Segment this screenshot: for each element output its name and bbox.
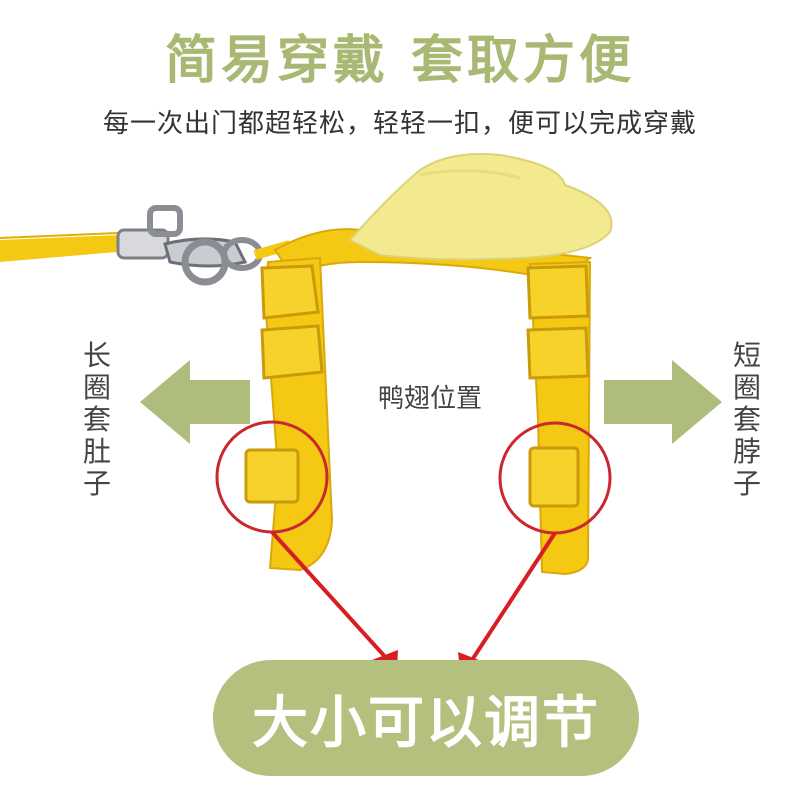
duck-wing-position-label: 鸭翅位置: [377, 384, 482, 414]
harness-icon: [260, 153, 613, 576]
short-loop-char: 脖: [732, 435, 761, 468]
long-loop-char: 长: [82, 339, 111, 372]
long-loop-label: 长 圈 套 肚 子: [80, 340, 114, 500]
buckle-icon: [244, 446, 580, 508]
short-loop-char: 圈: [732, 371, 761, 404]
arrow-left-icon: [140, 360, 250, 444]
adjustable-size-text: 大小可以调节: [252, 690, 600, 756]
short-loop-char: 套: [732, 403, 761, 436]
subheadline: 每一次出门都超轻松，轻轻一扣，便可以完成穿戴: [102, 109, 697, 139]
adjustable-size-banner: 大小可以调节: [213, 660, 639, 776]
metal-clip-icon: [116, 205, 263, 286]
long-loop-char: 子: [82, 467, 111, 500]
long-loop-char: 套: [82, 403, 111, 436]
long-loop-char: 肚: [82, 435, 111, 468]
long-loop-char: 圈: [82, 371, 111, 404]
short-loop-char: 短: [732, 339, 761, 372]
headline: 简易穿戴 套取方便: [164, 31, 636, 91]
short-loop-label: 短 圈 套 脖 子: [730, 340, 764, 500]
arrow-right-icon: [604, 360, 722, 444]
leash-strap: [0, 235, 140, 262]
short-loop-char: 子: [732, 467, 761, 500]
